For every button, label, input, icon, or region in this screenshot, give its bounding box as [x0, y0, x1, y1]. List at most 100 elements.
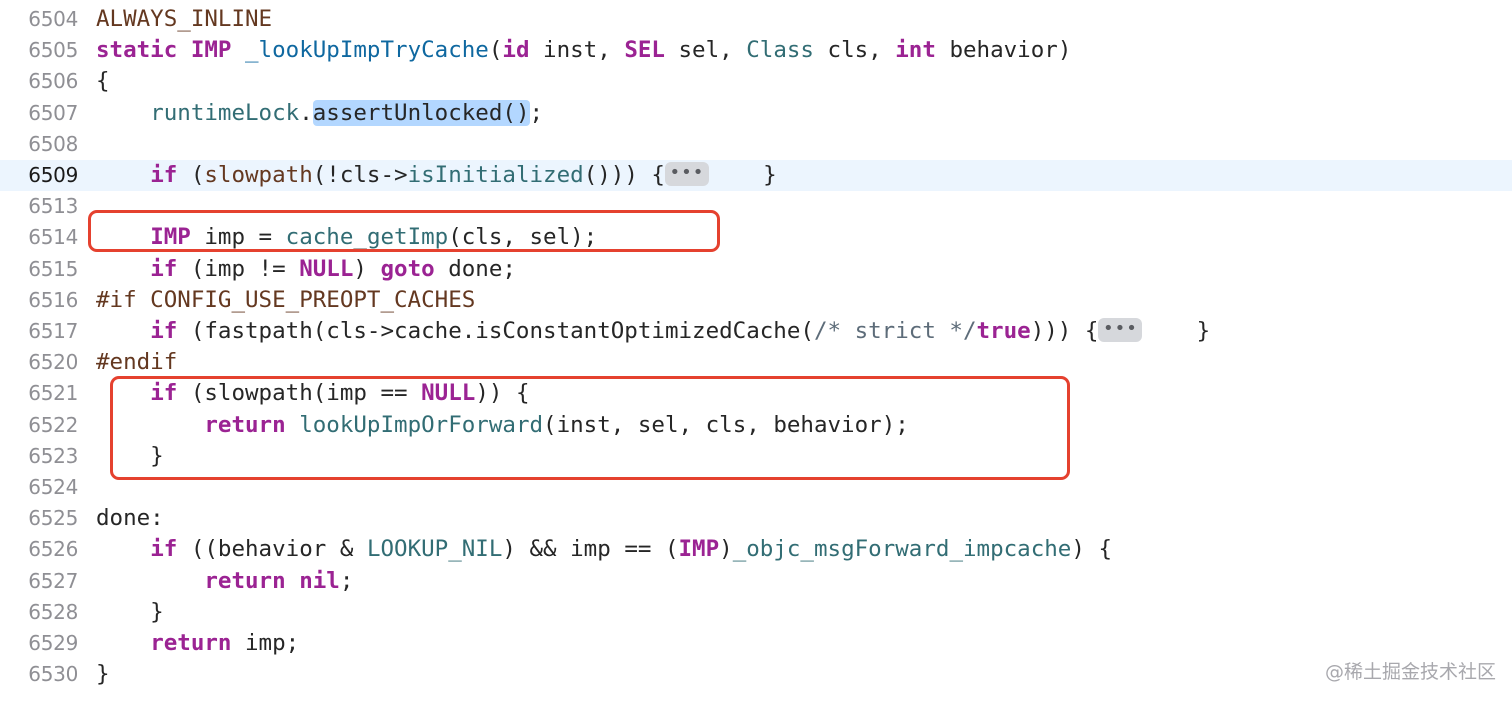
code-text[interactable]: }	[96, 441, 164, 472]
code-line[interactable]: 6522 return lookUpImpOrForward(inst, sel…	[0, 410, 1512, 441]
line-number[interactable]: 6525	[28, 506, 78, 531]
code-token: _lookUpImpTryCache	[245, 37, 489, 64]
code-text[interactable]: if (fastpath(cls->cache.isConstantOptimi…	[96, 316, 1210, 347]
code-line[interactable]: 6520 #endif	[0, 347, 1512, 378]
code-token: true	[976, 318, 1031, 344]
code-token: Class	[746, 37, 814, 64]
line-number[interactable]: 6522	[28, 412, 78, 437]
code-token: /* strict */	[813, 318, 977, 344]
line-number[interactable]: 6504	[28, 7, 78, 31]
annotation-box-cache-getimp	[88, 210, 720, 252]
line-number[interactable]: 6513	[28, 194, 78, 219]
code-text[interactable]: }	[96, 659, 110, 690]
code-token: static	[96, 37, 178, 64]
code-line[interactable]: 6527 return nil;	[0, 566, 1512, 597]
code-text[interactable]: }	[96, 597, 164, 628]
code-token: }	[1142, 318, 1211, 344]
line-number[interactable]: 6523	[28, 443, 78, 468]
code-line[interactable]: 6523 }	[0, 441, 1512, 472]
code-token: ;	[529, 99, 544, 126]
code-text[interactable]: ALWAYS_INLINE	[96, 4, 272, 35]
line-number[interactable]: 6529	[28, 631, 78, 655]
code-token: LOOKUP_NIL	[366, 536, 503, 563]
code-line[interactable]: 6514 IMP imp = cache_getImp(cls, sel);	[0, 222, 1512, 253]
code-text[interactable]: static IMP _lookUpImpTryCache(id inst, S…	[96, 35, 1071, 66]
code-line[interactable]: 6526 if ((behavior & LOOKUP_NIL) && imp …	[0, 534, 1512, 565]
code-token: if	[150, 536, 178, 563]
code-text[interactable]: #endif	[96, 347, 177, 378]
code-text[interactable]: runtimeLock.assertUnlocked();	[96, 98, 543, 129]
code-text[interactable]: return imp;	[96, 628, 299, 659]
code-line[interactable]: 6530}	[0, 659, 1512, 690]
code-line[interactable]: 6516 #if CONFIG_USE_PREOPT_CACHES	[0, 285, 1512, 316]
code-line[interactable]: 6521 if (slowpath(imp == NULL)) {	[0, 378, 1512, 409]
code-text[interactable]: if (slowpath(!cls->isInitialized())) {••…	[96, 160, 777, 191]
code-text[interactable]: IMP imp = cache_getImp(cls, sel);	[96, 222, 597, 253]
code-token: SEL	[624, 37, 665, 64]
line-number[interactable]: 6521	[28, 381, 78, 406]
code-token: return	[204, 411, 286, 438]
code-token: )	[719, 536, 733, 563]
line-number[interactable]: 6527	[28, 568, 78, 593]
code-token: isInitialized	[407, 162, 584, 188]
line-number[interactable]: 6506	[28, 69, 78, 94]
code-token: )	[353, 255, 381, 282]
code-token: NULL	[299, 255, 354, 282]
code-line[interactable]: 6509 if (slowpath(!cls->isInitialized())…	[0, 160, 1512, 191]
code-line[interactable]: 6507 runtimeLock.assertUnlocked();	[0, 98, 1512, 129]
code-fold-ellipsis-icon[interactable]: •••	[664, 161, 709, 186]
line-number[interactable]: 6507	[28, 100, 78, 125]
code-token: }	[96, 598, 164, 625]
code-text[interactable]: if (slowpath(imp == NULL)) {	[96, 378, 529, 409]
code-text[interactable]: if (imp != NULL) goto done;	[96, 254, 516, 285]
code-line[interactable]: 6508	[0, 129, 1512, 160]
code-line[interactable]: 6529 return imp;	[0, 628, 1512, 659]
code-token: id	[502, 37, 530, 64]
line-number[interactable]: 6508	[28, 131, 78, 156]
code-token: goto	[380, 255, 435, 282]
code-text[interactable]: #if CONFIG_USE_PREOPT_CACHES	[96, 285, 475, 316]
code-token: behavior)	[935, 37, 1072, 64]
line-number[interactable]: 6517	[28, 319, 78, 343]
code-token: if	[150, 380, 178, 407]
code-line[interactable]: 6524	[0, 472, 1512, 503]
code-token: (cls, sel);	[448, 224, 598, 251]
code-line[interactable]: 6513	[0, 191, 1512, 222]
code-token: {	[96, 68, 110, 95]
line-number[interactable]: 6515	[28, 256, 78, 281]
code-text[interactable]: done:	[96, 503, 164, 534]
code-token	[177, 37, 191, 63]
code-text[interactable]: if ((behavior & LOOKUP_NIL) && imp == (I…	[96, 534, 1112, 565]
code-token: }	[96, 442, 164, 469]
code-token: (fastpath(cls->cache.isConstantOptimized…	[177, 318, 814, 344]
line-number[interactable]: 6526	[28, 537, 78, 562]
line-number[interactable]: 6514	[28, 225, 78, 250]
code-text[interactable]: {	[96, 66, 110, 97]
code-line[interactable]: 6505 static IMP _lookUpImpTryCache(id ins…	[0, 35, 1512, 66]
code-line[interactable]: 6517 if (fastpath(cls->cache.isConstantO…	[0, 316, 1512, 347]
selected-token: assertUnlocked()	[312, 99, 530, 126]
code-token: #if CONFIG_USE_PREOPT_CACHES	[96, 286, 476, 313]
line-number[interactable]: 6524	[28, 475, 78, 499]
code-text[interactable]: return nil;	[96, 566, 353, 597]
code-line[interactable]: 6515 if (imp != NULL) goto done;	[0, 254, 1512, 285]
line-number[interactable]: 6520	[28, 350, 78, 375]
line-number[interactable]: 6505	[28, 38, 78, 63]
line-number[interactable]: 6516	[28, 287, 78, 312]
code-line[interactable]: 6504 ALWAYS_INLINE	[0, 4, 1512, 35]
code-fold-ellipsis-icon[interactable]: •••	[1098, 317, 1143, 342]
code-line[interactable]: 6528 }	[0, 597, 1512, 628]
code-token: getImp	[366, 224, 449, 251]
code-line[interactable]: 6525 done:	[0, 503, 1512, 534]
line-number[interactable]: 6530	[28, 662, 78, 687]
code-token: slowpath	[204, 162, 313, 188]
code-token	[96, 630, 150, 656]
code-token: imp =	[190, 224, 286, 251]
code-token: (!cls->	[312, 162, 408, 188]
code-text[interactable]: return lookUpImpOrForward(inst, sel, cls…	[96, 410, 908, 441]
code-token	[96, 318, 150, 344]
line-number[interactable]: 6509	[28, 163, 78, 187]
line-number[interactable]: 6528	[28, 599, 78, 624]
code-line[interactable]: 6506 {	[0, 66, 1512, 97]
